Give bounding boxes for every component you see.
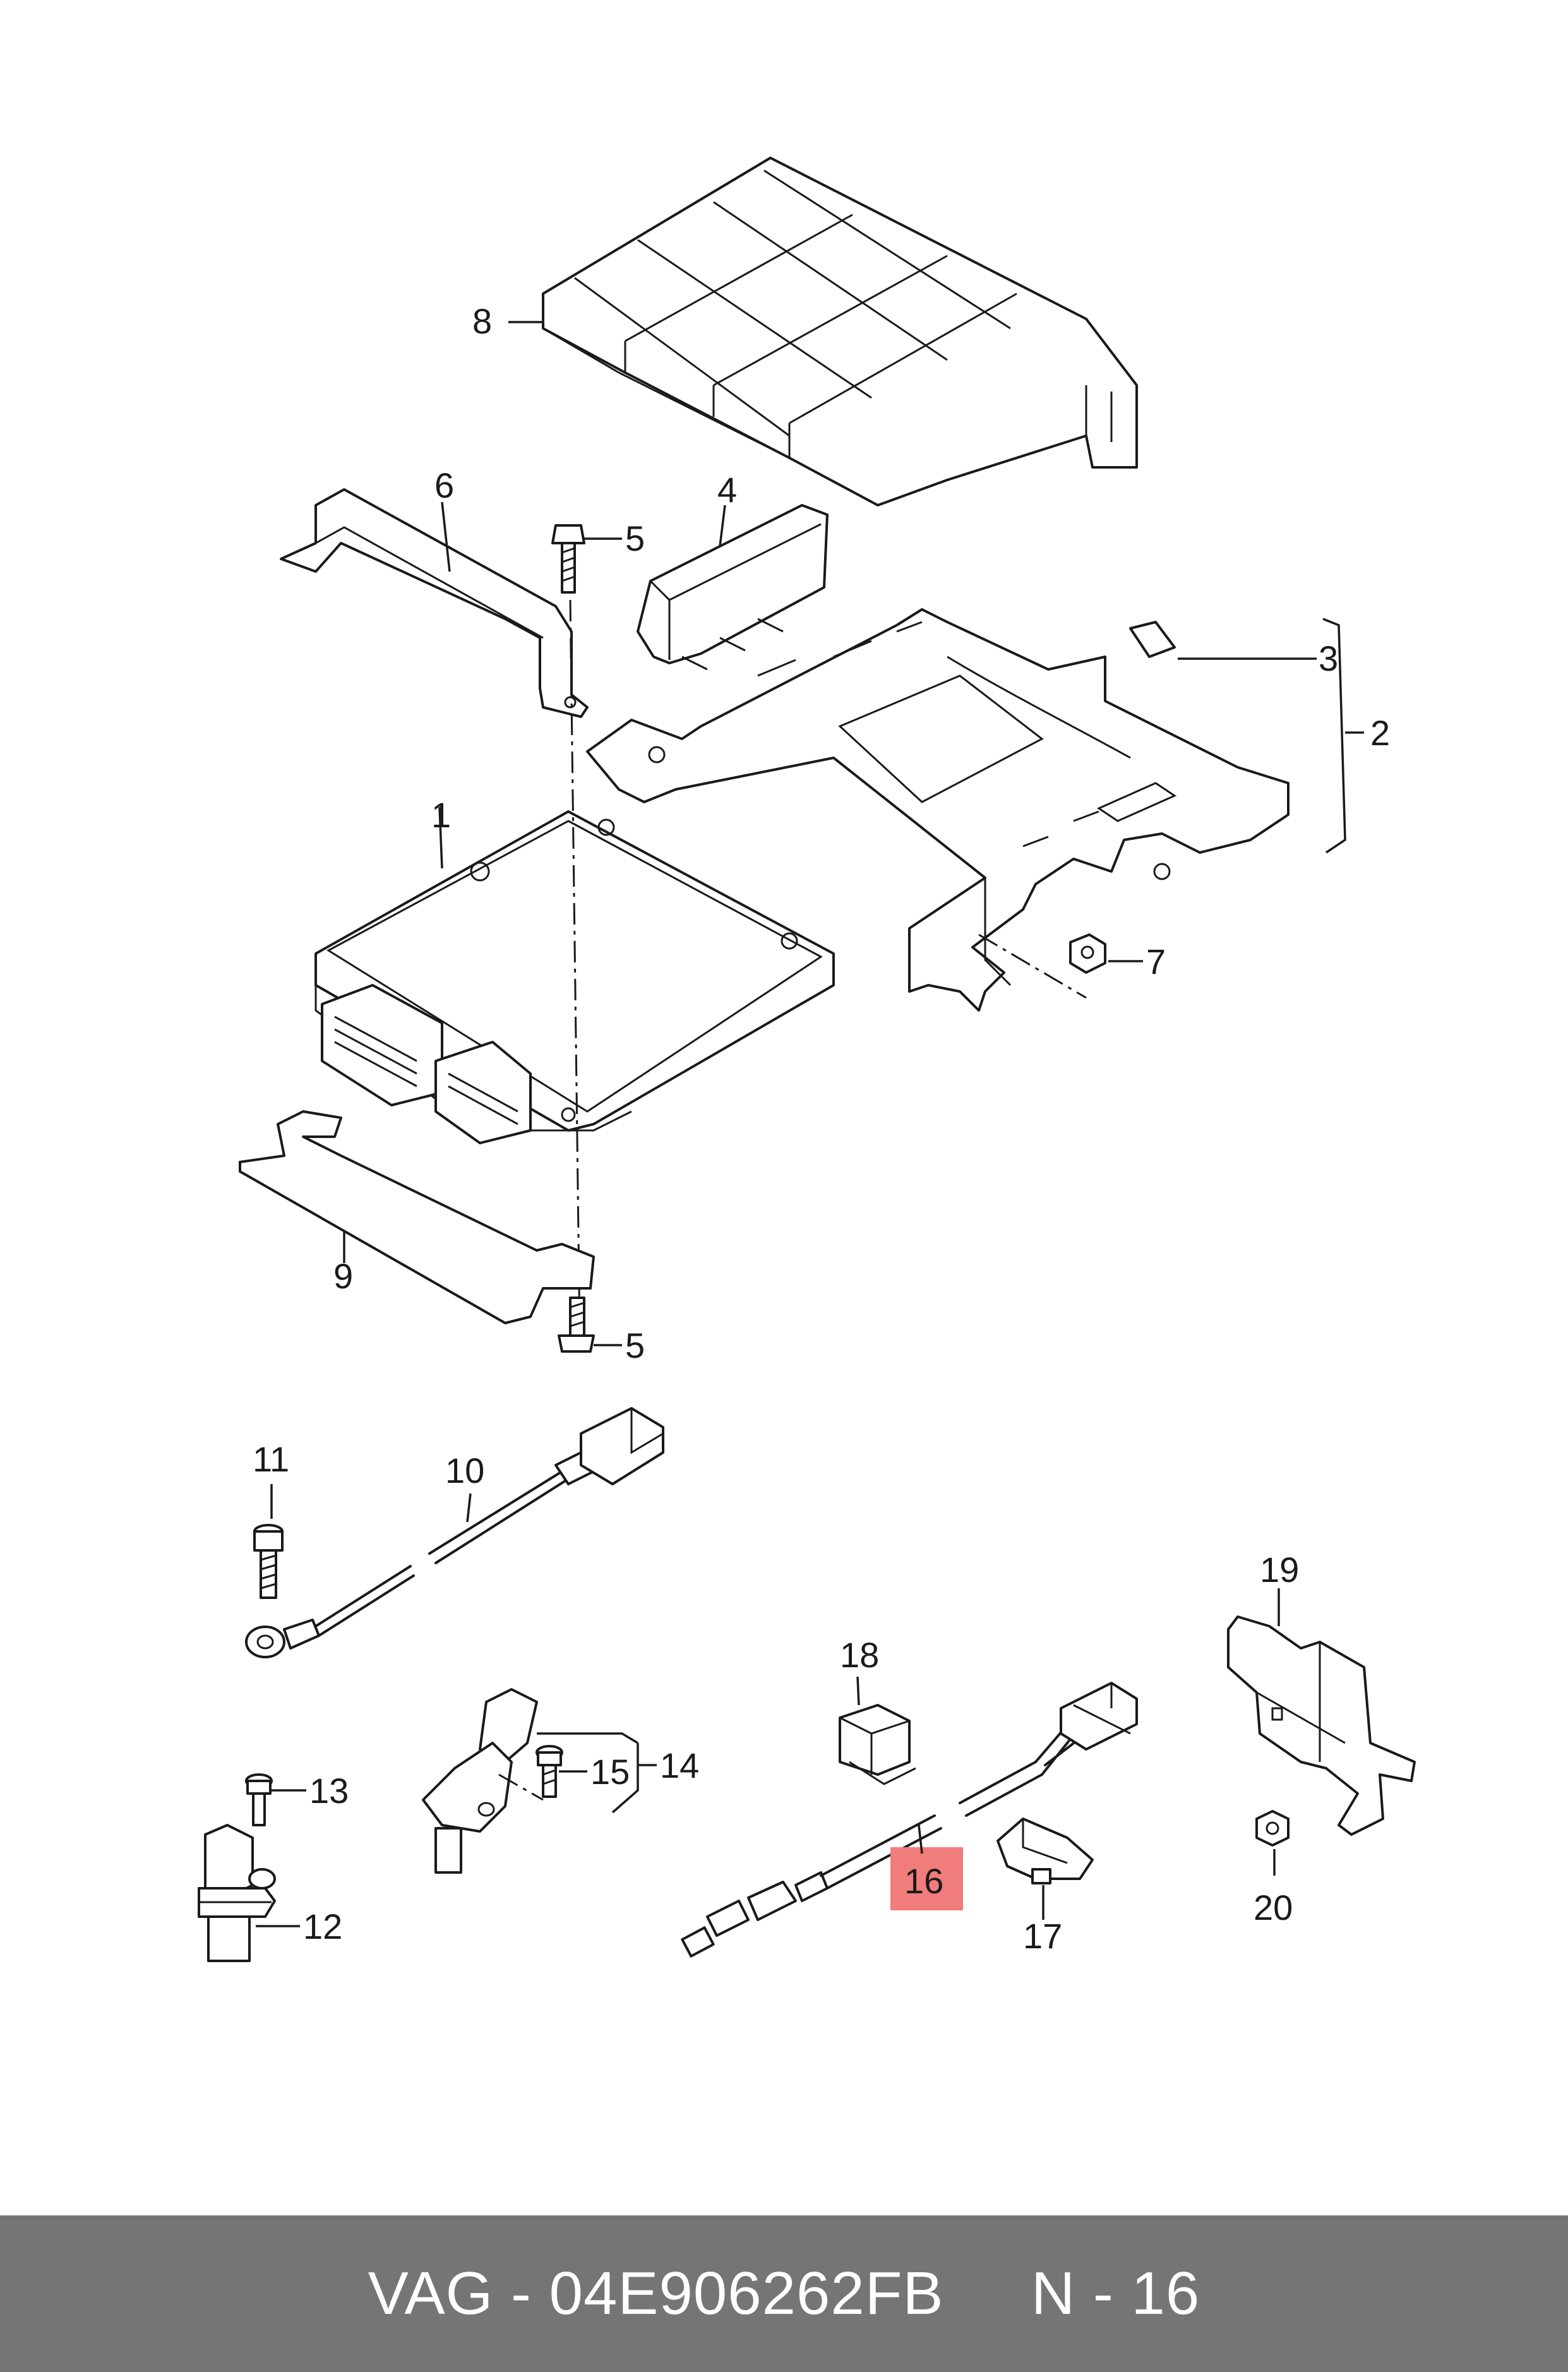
callout-1: 1	[431, 795, 451, 835]
callout-17: 17	[1023, 1916, 1062, 1956]
part-16-lambda-sensor[interactable]	[681, 1682, 1138, 1958]
part-14-speed-sensor[interactable]	[422, 1688, 538, 1874]
part-17-sensor[interactable]	[996, 1818, 1094, 1884]
callout-10: 10	[445, 1451, 484, 1490]
callout-18: 18	[840, 1635, 879, 1675]
part-19-bracket[interactable]	[1227, 1615, 1416, 1836]
callout-5a: 5	[625, 518, 645, 558]
ref-separator: -	[1075, 2260, 1132, 2327]
part-15-screw[interactable]	[536, 1745, 563, 1798]
callout-9: 9	[333, 1256, 353, 1296]
leader-16	[918, 1824, 923, 1854]
part-4-connector[interactable]	[637, 504, 829, 671]
part-9-lower-bracket[interactable]	[239, 1110, 595, 1324]
bracket-2	[1322, 618, 1346, 854]
part-1-control-unit[interactable]	[314, 810, 835, 1144]
assembly-axis-vertical	[569, 599, 581, 1333]
part-5-screw-lower[interactable]	[558, 1297, 595, 1353]
part-5-screw-upper[interactable]	[551, 524, 585, 594]
leader-1	[438, 806, 443, 869]
brand-name: VAG	[368, 2260, 494, 2327]
assembly-axis-nut	[978, 933, 1087, 999]
part-18-holder[interactable]	[839, 1704, 916, 1785]
leader-18	[856, 1676, 860, 1706]
part-2-mounting-plate[interactable]	[586, 608, 1290, 1012]
part-6-bracket[interactable]	[280, 488, 589, 718]
part-13-screw[interactable]	[245, 1773, 273, 1826]
callout-20: 20	[1254, 1888, 1293, 1927]
leader-6	[441, 501, 451, 572]
footer-bar: VAG - 04E906262FB N - 16	[0, 2215, 1568, 2372]
brand-separator: -	[493, 2260, 549, 2327]
part-7-nut[interactable]	[1069, 933, 1106, 974]
part-16-highlight	[890, 1847, 963, 1910]
part-11-bolt[interactable]	[253, 1524, 284, 1599]
axis-15	[498, 1773, 544, 1801]
ref-number: 16	[1131, 2260, 1200, 2327]
callout-4: 4	[717, 470, 737, 510]
callout-16: 16	[904, 1861, 943, 1901]
leader-4	[719, 505, 726, 547]
part-8-cover[interactable]	[542, 157, 1138, 506]
callout-7: 7	[1146, 942, 1166, 981]
callout-6: 6	[434, 465, 454, 505]
part-number: 04E906262FB	[549, 2260, 944, 2327]
callout-14: 14	[660, 1746, 699, 1785]
callout-19: 19	[1260, 1550, 1299, 1590]
part-12-sensor[interactable]	[198, 1824, 276, 1962]
exploded-parts-diagram: 8 6 5 4 2 3	[198, 157, 1416, 1962]
callout-8: 8	[472, 301, 492, 341]
callout-13: 13	[309, 1771, 349, 1811]
callout-3: 3	[1319, 638, 1338, 678]
footer-part-label: VAG - 04E906262FB N - 16	[368, 2259, 1200, 2328]
callout-12: 12	[303, 1907, 342, 1946]
part-20-nut[interactable]	[1255, 1810, 1290, 1847]
callout-11: 11	[253, 1439, 289, 1479]
part-3-pad[interactable]	[1129, 621, 1176, 658]
callout-5b: 5	[625, 1326, 645, 1365]
part-10-knock-sensor[interactable]	[245, 1407, 664, 1658]
bracket-14	[537, 1732, 639, 1814]
ref-prefix: N	[1031, 2260, 1076, 2327]
leader-10	[466, 1493, 472, 1523]
callout-2: 2	[1370, 713, 1390, 753]
footer-gap	[943, 2260, 1031, 2327]
callout-15: 15	[590, 1752, 630, 1792]
